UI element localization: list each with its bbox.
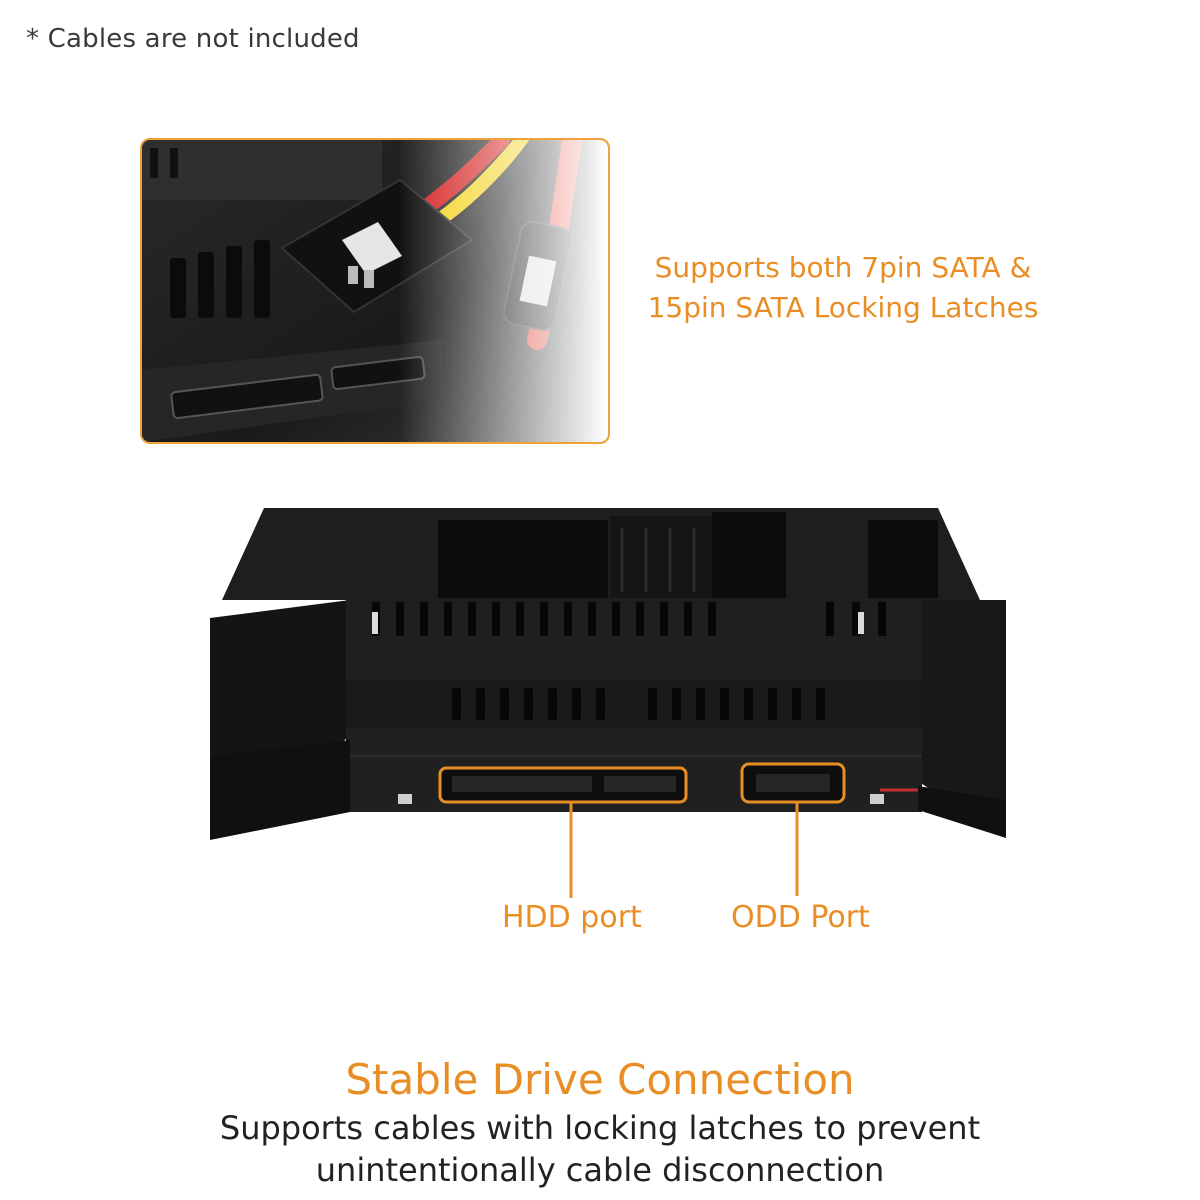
cables-note: * Cables are not included — [26, 24, 360, 54]
latch-left — [372, 612, 378, 634]
middle-vent-slots — [452, 688, 825, 720]
description-line-1: Supports cables with locking latches to … — [219, 1109, 981, 1147]
top-cutout-far-right — [868, 520, 938, 598]
upper-vent-slots — [372, 602, 886, 636]
odd-port — [740, 762, 846, 804]
screw-right — [870, 794, 884, 804]
sata-cables-inset-photo — [140, 138, 610, 444]
odd-port-slot — [756, 774, 830, 792]
feature-line-1: Supports both 7pin SATA & — [654, 251, 1032, 284]
top-cutout-right — [712, 512, 786, 604]
top-cutout-left — [438, 520, 608, 602]
headline: Stable Drive Connection — [345, 1055, 855, 1104]
adapter-left-side — [210, 600, 350, 840]
odd-port-label: ODD Port — [731, 900, 870, 935]
feature-text: Supports both 7pin SATA & 15pin SATA Loc… — [628, 248, 1058, 328]
hdd-port-data-slot — [604, 776, 676, 792]
description-line-2: unintentionally cable disconnection — [315, 1151, 885, 1189]
hdd-port — [438, 766, 688, 804]
latch-right — [858, 612, 864, 634]
bottom-rail-right — [918, 786, 1006, 838]
front-upper-panel — [346, 598, 922, 682]
adapter-top-frame — [222, 508, 980, 600]
bottom-rail-left — [210, 740, 350, 840]
feature-line-2: 15pin SATA Locking Latches — [647, 291, 1039, 324]
front-middle-panel — [346, 680, 922, 730]
logo-plate-ridges — [620, 528, 696, 592]
adapter-right-side — [916, 600, 1006, 838]
screw-left — [398, 794, 412, 804]
hdd-port-label: HDD port — [502, 900, 642, 935]
hdd-port-power-slot — [452, 776, 592, 792]
logo-plate — [610, 516, 712, 604]
connector-strip — [346, 728, 922, 812]
